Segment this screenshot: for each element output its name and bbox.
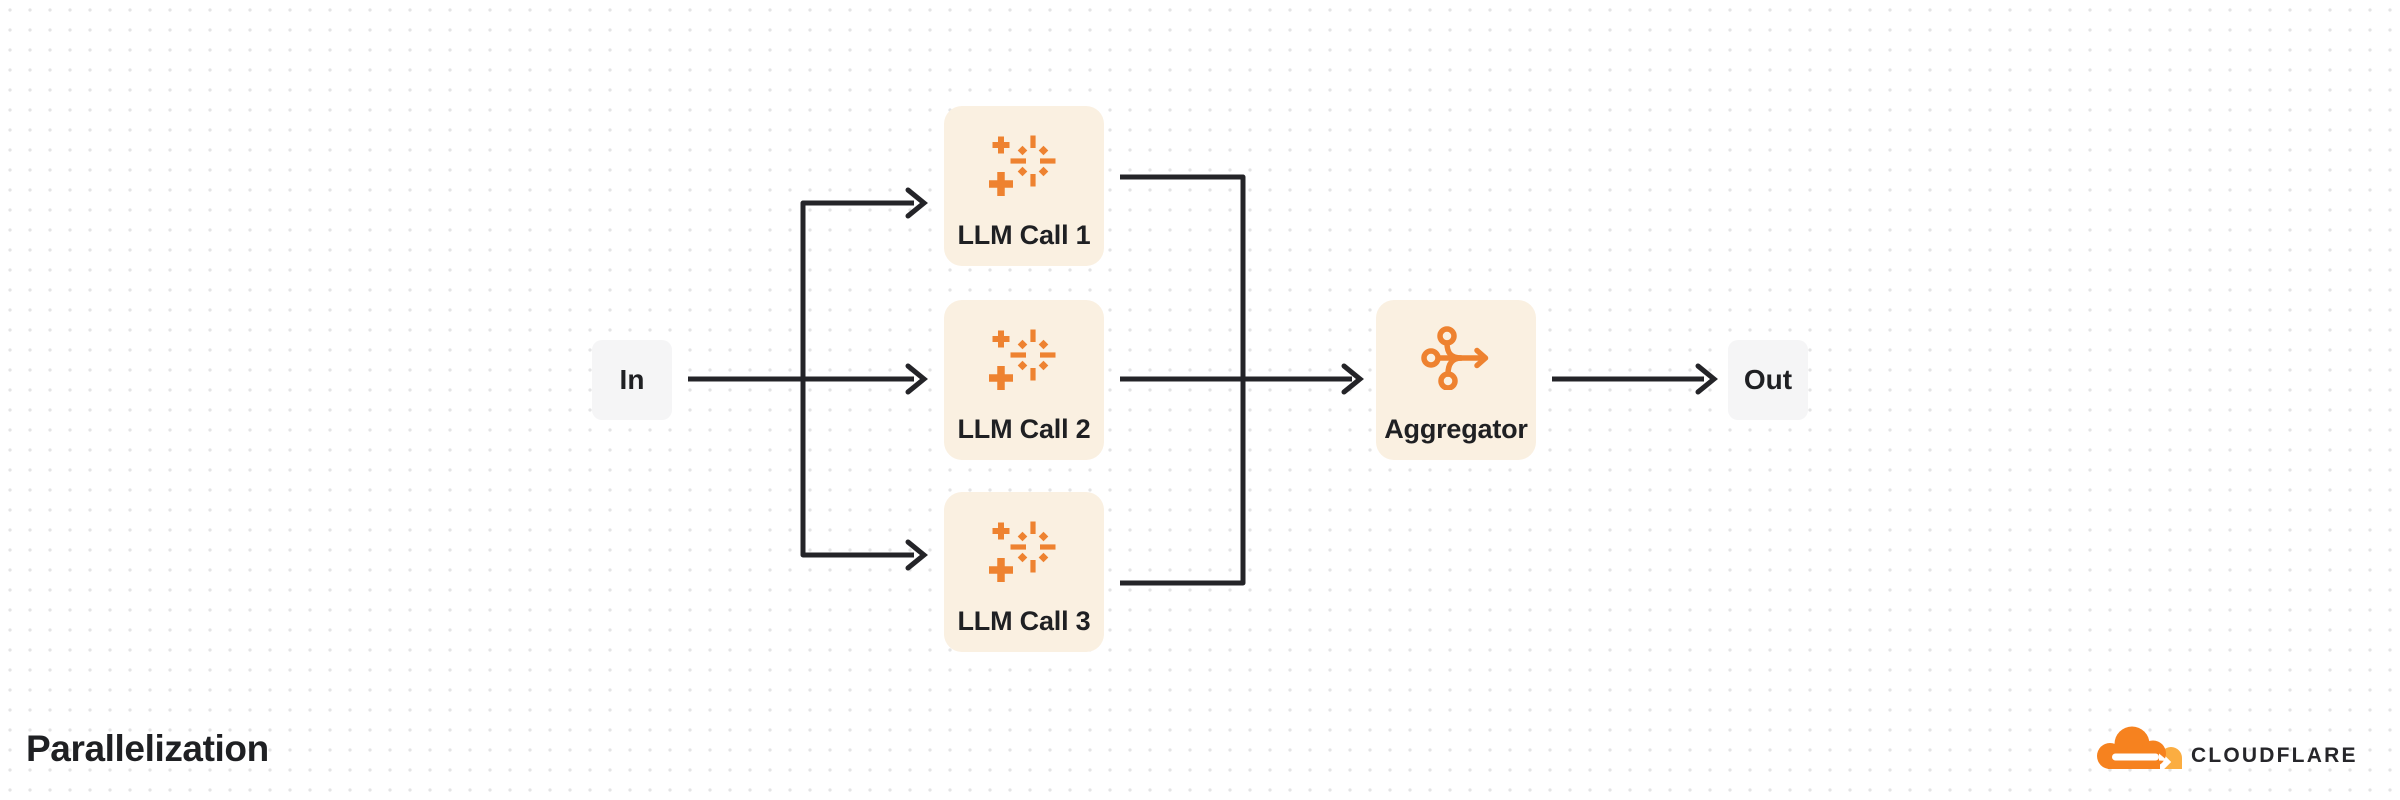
- merge-icon: [1420, 326, 1496, 390]
- sparkles-icon: [988, 134, 1056, 198]
- node-label: LLM Call 1: [957, 220, 1091, 250]
- sparkles-icon: [988, 520, 1056, 584]
- node-label: Aggregator: [1384, 414, 1528, 444]
- cloudflare-wordmark: CLOUDFLARE: [2191, 744, 2358, 767]
- node-label: In: [619, 364, 645, 395]
- node-out: Out: [1728, 340, 1808, 420]
- node-aggregator: Aggregator: [1376, 300, 1536, 460]
- node-llm-call-2: LLM Call 2: [944, 300, 1104, 460]
- arrowhead-out: [1695, 363, 1718, 395]
- node-label: Out: [1743, 364, 1793, 395]
- node-in: In: [592, 340, 672, 420]
- arrowhead-llm1: [905, 187, 928, 219]
- node-llm-call-3: LLM Call 3: [944, 492, 1104, 652]
- arrowhead-llm3: [905, 539, 928, 571]
- cloudflare-cloud-icon: [2096, 726, 2184, 770]
- node-label: LLM Call 3: [957, 606, 1091, 636]
- node-label: LLM Call 2: [957, 414, 1091, 444]
- node-llm-call-1: LLM Call 1: [944, 106, 1104, 266]
- sparkles-icon: [988, 328, 1056, 392]
- edge-split-bracket: [800, 200, 914, 558]
- diagram-title: Parallelization: [26, 728, 269, 769]
- arrowhead-aggregator: [1341, 363, 1364, 395]
- cloudflare-logo: CLOUDFLARE: [2096, 726, 2358, 770]
- arrowhead-llm2: [905, 363, 928, 395]
